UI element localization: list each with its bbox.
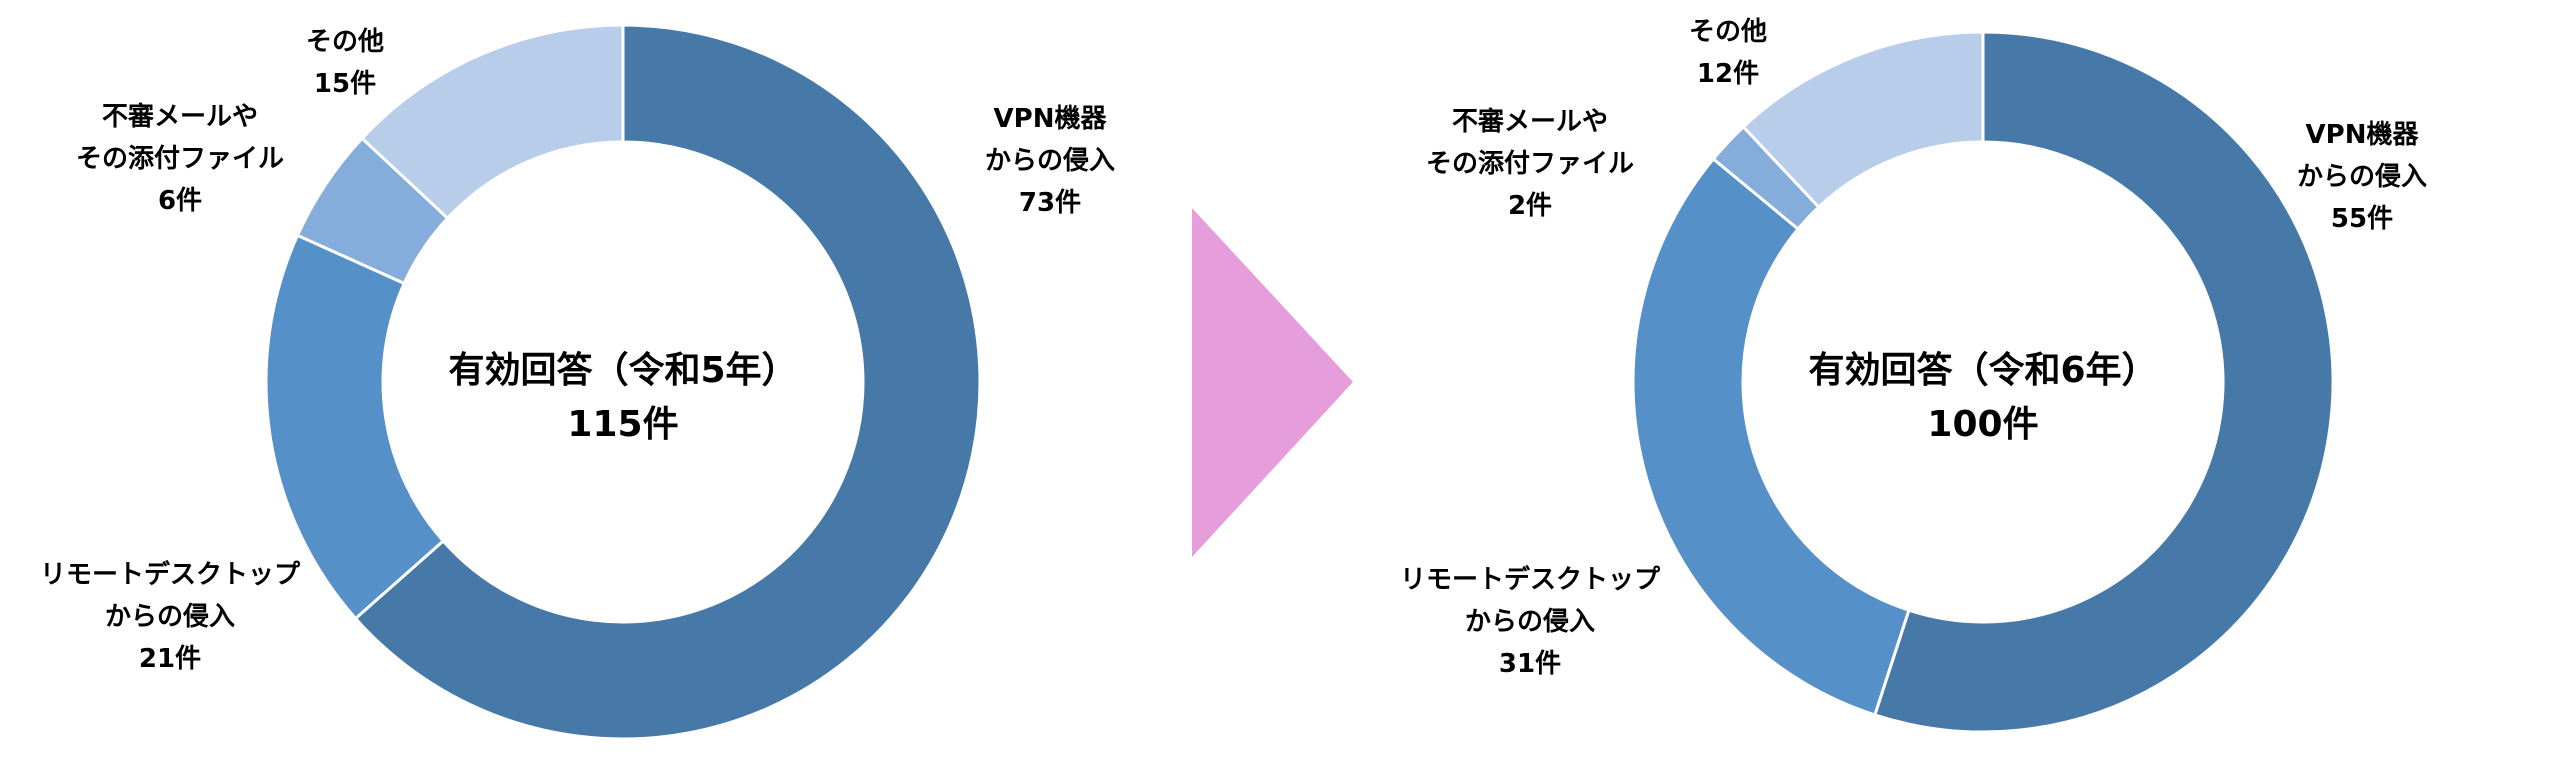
donut-slice xyxy=(353,23,982,741)
slice-name-line: その添付ファイル xyxy=(1426,149,1634,179)
slice-count: 31件 xyxy=(1499,649,1561,679)
slice-count: 73件 xyxy=(1019,188,1081,218)
slice-name-line: 不審メールや xyxy=(1452,107,1608,137)
slice-name-line: からの侵入 xyxy=(1465,607,1595,637)
slice-name-line: その添付ファイル xyxy=(76,144,284,174)
slice-label: リモートデスクトップからの侵入 31件 xyxy=(1400,564,1661,679)
slice-label: リモートデスクトップからの侵入 21件 xyxy=(40,559,301,674)
slice-label: その他 12件 xyxy=(1689,17,1767,89)
slice-label: 不審メールやその添付ファイル 6件 xyxy=(76,102,284,216)
slice-count: 12件 xyxy=(1697,59,1759,89)
slice-name-line: からの侵入 xyxy=(105,602,235,632)
donut-slice xyxy=(1741,30,1985,210)
slice-name-line: その他 xyxy=(1689,17,1767,47)
slice-name-line: リモートデスクトップ xyxy=(40,559,301,590)
slice-label: その他 15件 xyxy=(306,27,384,99)
slice-name-line: 不審メールや xyxy=(102,102,258,132)
center-total: 115件 xyxy=(567,404,678,445)
slice-count: 15件 xyxy=(314,69,376,99)
slice-label: VPN機器からの侵入 55件 xyxy=(2297,120,2427,234)
slice-name-line: からの侵入 xyxy=(2297,162,2427,192)
slice-count: 2件 xyxy=(1508,191,1552,221)
donut-slice xyxy=(1631,156,1911,717)
donut-slice xyxy=(1872,30,2335,734)
arrow-right-icon xyxy=(1192,208,1353,557)
slice-count: 6件 xyxy=(158,186,202,216)
center-title: 有効回答（令和6年） xyxy=(1808,350,2157,391)
slice-label: VPN機器からの侵入 73件 xyxy=(985,104,1115,218)
slice-name-line: からの侵入 xyxy=(985,146,1115,176)
donut-slice xyxy=(359,23,625,221)
slice-count: 55件 xyxy=(2331,204,2393,234)
center-title: 有効回答（令和5年） xyxy=(448,350,797,391)
slice-name-line: VPN機器 xyxy=(2306,120,2420,150)
center-total: 100件 xyxy=(1927,404,2038,445)
slice-name-line: VPN機器 xyxy=(994,104,1108,134)
slice-name-line: その他 xyxy=(306,27,384,57)
slice-count: 21件 xyxy=(139,644,201,674)
slice-name-line: リモートデスクトップ xyxy=(1400,564,1661,595)
slice-label: 不審メールやその添付ファイル 2件 xyxy=(1426,107,1634,221)
donut-slice xyxy=(264,233,446,621)
